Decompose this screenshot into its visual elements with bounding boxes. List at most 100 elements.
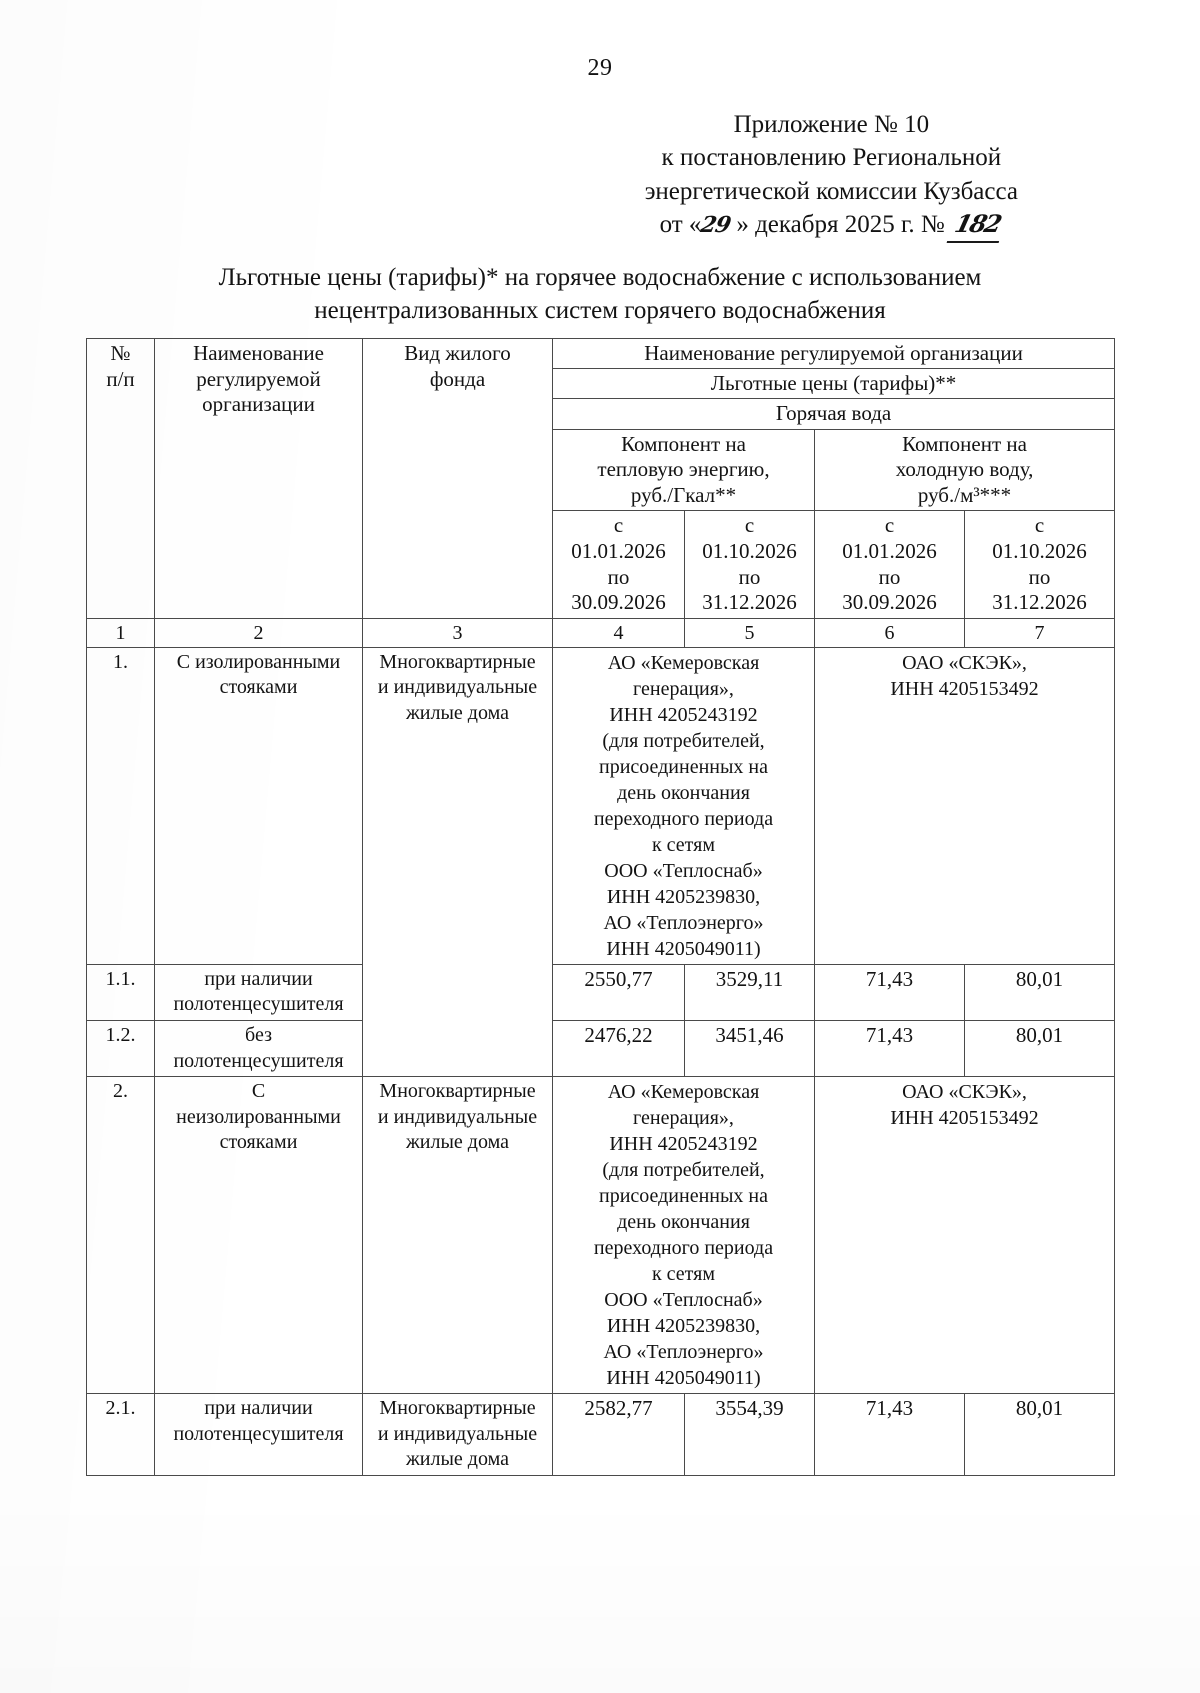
th-period-3-line-3: по [878,564,901,589]
org-heat-2-line-2: генерация», [633,1107,734,1130]
appendix-date-prefix: от « [659,210,702,238]
org-heat-2-line-12: ИНН 4205049011) [606,1367,761,1390]
th-housing-fund-line-2: фонда [429,366,486,391]
th-hot-water-group: Горячая вода [551,398,1116,430]
table-row: 2. С неизолированными стояками Многоквар… [86,1076,1116,1395]
table-header-row-org: № п/п Наименование регулируемой организа… [86,337,1116,619]
th-period-1-line-1: с [613,513,624,538]
org-cold-line-2: ИНН 4205153492 [890,677,1039,700]
org-heat-2-line-4: (для потребителей, [602,1159,765,1182]
table-header-row-hotwater: Горячая вода [87,398,1116,430]
appendix-line-2: к постановлению Региональной [661,144,1002,172]
org-heat-2-line-8: к сетям [651,1263,716,1286]
housing-fund-line-3: жилые дома [405,702,509,725]
th-period-2-line-4: 31.12.2026 [702,590,797,615]
row-2-1-value-cold-p2: 80,01 [963,1393,1116,1476]
col-number-1: 1 [86,617,155,648]
row-name-1-line-1: С изолированными [176,650,341,673]
row-housing-fund-1: Многоквартирные и индивидуальные жилые д… [362,646,553,1078]
row-name-2: С неизолированными стояками [154,1076,363,1395]
table-row: 2.1. при наличии полотенцесушителя Много… [86,1393,1116,1476]
appendix-line-3: энергетической комиссии Кузбасса [644,177,1018,205]
housing-fund-2-line-3: жилые дома [405,1131,509,1154]
org-heat-line-1: АО «Кемеровская [607,651,760,674]
row-1-2-value-heat-p1: 2476,22 [552,1020,685,1078]
row-1-1-value-cold-p1: 71,43 [814,963,965,1022]
col-number-3: 3 [362,617,553,648]
org-heat-2-line-1: АО «Кемеровская [607,1081,760,1104]
th-organization-line-2: регулируемой [196,366,321,391]
row-housing-fund-2: Многоквартирные и индивидуальные жилые д… [362,1076,553,1395]
org-heat-line-10: ИНН 4205239830, [606,885,761,908]
org-heat-2-line-6: день окончания [617,1211,750,1234]
th-period-1-line-4: 30.09.2026 [571,590,666,615]
th-period-4-line-4: 31.12.2026 [992,590,1087,615]
th-component-heat-line-3: руб./Гкал** [630,482,737,507]
housing-fund-3-line-2: и индивидуальные [377,1422,538,1445]
row-name-2-line-2: неизолированными [176,1105,341,1128]
org-heat-2-line-9: ООО «Теплоснаб» [604,1289,763,1312]
appendix-date-middle: » декабря 2025 г. № [736,210,945,238]
row-number-1-2: 1.2. [86,1020,155,1078]
housing-fund-line-2: и индивидуальные [377,676,538,699]
table-column-number-row: 1 2 3 4 5 6 7 [86,617,1116,648]
row-number-2: 2. [86,1076,155,1395]
table-row: 1. С изолированными стояками Многокварти… [86,646,1116,1078]
housing-fund-2-line-1: Многоквартирные [379,1080,536,1103]
th-period-1: с 01.01.2026 по 30.09.2026 [552,510,685,619]
th-period-3-line-4: 30.09.2026 [842,590,937,615]
table-header-row-components: Компонент на тепловую энергию, руб./Гкал… [87,428,1116,512]
appendix-handwritten-number: 182 [946,207,1008,243]
org-heat-2-line-5: присоединенных на [598,1185,769,1208]
row-name-2-line-3: стояками [219,1131,298,1154]
org-cold-2-line-2: ИНН 4205153492 [890,1107,1039,1130]
tariff-table-container: № п/п Наименование регулируемой организа… [86,337,1116,1476]
th-component-cold-line-3: руб./м³*** [917,482,1012,507]
th-component-cold-line-1: Компонент на [902,431,1027,456]
th-housing-fund: Вид жилого фонда [362,338,553,619]
row-2-1-value-heat-p1: 2582,77 [552,1393,685,1476]
appendix-line-1: Приложение № 10 [733,111,930,138]
col-number-6: 6 [814,617,965,648]
row-name-1-2: без полотенцесушителя [154,1020,363,1078]
th-period-3-line-2: 01.01.2026 [842,539,937,563]
table-row: 1.2. без полотенцесушителя 2476,22 3451,… [86,1020,1116,1078]
th-component-heat-line-1: Компонент на [621,431,746,456]
row-2-1-value-heat-p2: 3554,39 [684,1393,815,1476]
th-number-line-2: п/п [106,366,135,391]
th-period-2-line-3: по [738,564,761,589]
housing-fund-2-line-2: и индивидуальные [377,1105,538,1128]
org-cold-line-1: ОАО «СКЭК», [902,651,1027,674]
th-period-2: с 01.10.2026 по 31.12.2026 [684,510,815,619]
th-component-heat: Компонент на тепловую энергию, руб./Гкал… [552,428,815,512]
row-housing-fund-2-1: Многоквартирные и индивидуальные жилые д… [362,1393,553,1476]
th-period-1-line-2: 01.01.2026 [571,539,666,563]
appendix-line-4: от «29 » декабря 2025 г. № 182 [645,207,1018,243]
page-title-line-1: Льготные цены (тарифы)* на горячее водос… [218,264,982,291]
org-heat-line-2: генерация», [633,677,734,700]
th-number-line-1: № [110,341,131,365]
table-header-row-tariffs: Льготные цены (тарифы)** [87,368,1116,400]
row-2-1-value-cold-p1: 71,43 [814,1393,965,1476]
row-name-1-1-line-1: при наличии [204,967,313,990]
th-period-2-line-2: 01.10.2026 [702,539,797,563]
row-name-2-1-line-2: полотенцесушителя [173,1422,344,1445]
row-name-1-2-line-1: без [245,1024,272,1047]
row-1-2-value-cold-p1: 71,43 [814,1020,965,1078]
th-period-3: с 01.01.2026 по 30.09.2026 [814,510,965,619]
th-organization-line-3: организации [202,392,315,417]
org-heat-line-12: ИНН 4205049011) [606,937,761,960]
org-heat-2-line-10: ИНН 4205239830, [606,1315,761,1338]
th-organization-line-1: Наименование [193,341,324,365]
org-heat-line-5: присоединенных на [598,755,769,778]
th-period-4-line-3: по [1028,564,1051,589]
row-1-2-value-cold-p2: 80,01 [963,1020,1116,1078]
th-organization: Наименование регулируемой организации [154,338,363,619]
th-component-cold-line-2: холодную воду, [895,457,1034,482]
table-row: 1.1. при наличии полотенцесушителя 2550,… [86,963,1116,1022]
housing-fund-line-1: Многоквартирные [379,650,536,673]
th-period-1-line-3: по [607,564,630,589]
row-name-1: С изолированными стояками [154,646,363,965]
org-heat-line-6: день окончания [617,781,750,804]
